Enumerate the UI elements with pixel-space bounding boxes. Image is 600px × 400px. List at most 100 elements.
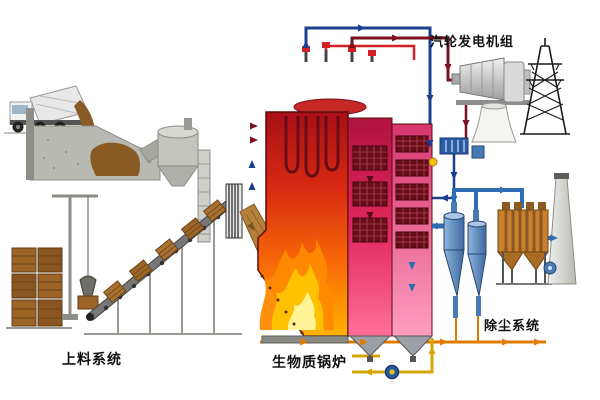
filter-hopper [496,251,524,271]
arrow [428,346,436,354]
tail-pulley [86,313,94,321]
dipleg [476,296,481,316]
casing-sections [470,60,494,98]
fan-hub [548,266,552,270]
arrow [248,182,256,190]
cyclone-top [443,212,465,220]
arrow [426,95,434,103]
pit-wall [26,108,34,180]
grabbed-bale [77,295,99,310]
crane-base [62,314,78,320]
cyclone-cone [443,249,465,297]
aux-tank [471,145,485,159]
arrow [248,160,256,168]
superheater-tubes [284,116,340,178]
insulators [528,63,562,88]
bale-stack [6,247,72,329]
inclined-conveyor [84,195,242,335]
grate-bars [228,184,239,238]
pit-speckle [43,139,151,169]
label-biomass-boiler: 生物质锅炉 [272,354,347,370]
exciter [523,69,531,95]
cyclone-1 [443,202,465,318]
chassis [10,120,82,125]
filter-fins [504,210,543,252]
turbine-base [456,100,530,105]
arrow [302,40,310,48]
arrow [500,186,508,194]
hopper-outlet [410,356,416,362]
valve [428,157,438,167]
steam-turbine-generator [451,57,531,105]
bed-ribs [35,95,85,115]
arrow [444,64,452,72]
arrow [462,120,470,128]
gas-header [452,188,524,208]
feedwater-heaters [428,137,485,167]
filter-hopper [522,251,549,271]
valves [302,42,376,56]
transmission-tower [520,38,570,135]
arrow [250,122,258,130]
cyclone-cone [467,253,487,297]
vortex-finder [473,210,479,226]
cooling-tower [471,102,517,143]
casing-flanges [198,163,210,235]
chimney [543,173,577,285]
feed-grate [225,183,243,239]
heater-box [439,137,469,155]
cyclone-top [467,220,487,228]
hopper [392,335,434,357]
conveyor-legs [117,217,215,334]
vortex-finder [451,202,457,218]
hopper [348,335,392,357]
arrow [440,194,448,202]
grate-dots [260,274,304,335]
biomass-boiler [257,98,433,344]
cyclone-droplines [455,316,479,342]
material-heap [90,142,140,176]
lattice-braces [526,71,564,121]
receiving-pit [26,108,161,181]
arrow [250,136,258,144]
arrow [348,40,356,48]
arrow [364,368,372,376]
arrow [534,338,542,346]
rear-tube-banks [395,135,429,249]
dipleg [453,296,458,318]
chimney-cap [554,173,569,179]
rear-pass [391,123,433,337]
silo-vent [184,118,192,130]
cyclone-body [443,215,465,251]
cyclone-2 [467,210,487,316]
label-dust-removal-system: 除尘系统 [484,318,541,333]
heater-fins [445,140,465,152]
wheel-hub [16,125,20,129]
bales-on-belt [102,199,227,304]
grab-crane [52,194,99,320]
bag-filter [496,202,552,285]
silo-cone [157,165,199,187]
generator [503,61,525,103]
hopper-outlet [367,356,373,362]
arrow [450,172,458,180]
pump-hub [389,369,395,375]
mid-tube-banks [352,145,388,243]
flame-inner [287,292,316,330]
filter-caps [502,202,546,210]
bale-texture [12,255,62,319]
bales [11,247,63,327]
label-turbine-generator-unit: 汽轮发电机组 [430,34,515,49]
storage-silo [139,118,199,187]
tower-rim [481,102,507,110]
cab-window [12,105,28,114]
arrow [392,34,400,42]
cyclone-body [467,223,487,255]
pipe-stubs [304,50,374,62]
tower-shell [471,105,517,143]
arrow [440,338,448,346]
cyclone-separators [443,202,487,318]
label-feeding-system: 上料系统 [62,351,122,367]
